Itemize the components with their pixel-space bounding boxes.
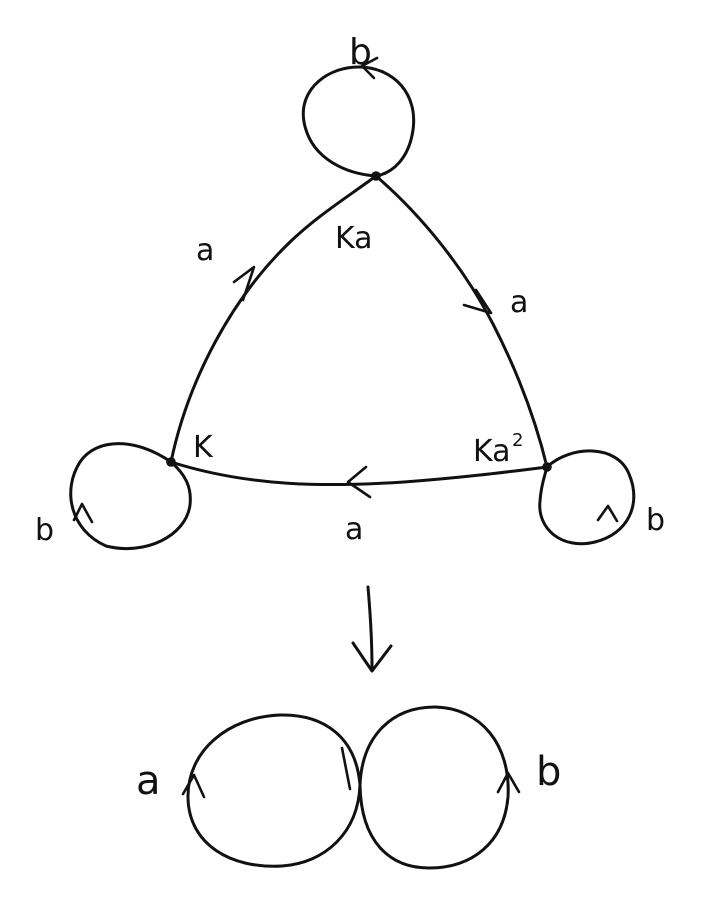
- edge-right-curve: [374, 174, 549, 469]
- top-loop-label: b: [349, 32, 372, 73]
- vertex-top-label: Ka: [335, 221, 373, 256]
- bottom-right-loop: [358, 705, 510, 870]
- right-loop-arrow: [596, 504, 619, 523]
- edge-bottom-curve: [169, 460, 549, 487]
- map-arrow-shaft: [366, 585, 374, 670]
- bottom-left-loop-label: a: [136, 758, 161, 804]
- vertex-top-dot: [371, 171, 381, 181]
- vertex-right-label-exp: 2: [512, 430, 523, 451]
- map-arrow-head: [351, 641, 393, 673]
- vertex-right-dot: [542, 462, 552, 472]
- bottom-right-arrow: [496, 771, 521, 794]
- edge-right-label: a: [510, 285, 528, 320]
- top-loop-arrow: [360, 56, 379, 80]
- edge-left-curve: [169, 174, 378, 464]
- vertex-left-label: K: [193, 430, 214, 465]
- vertex-left-dot: [166, 457, 176, 467]
- left-loop-label: b: [35, 513, 54, 548]
- vertex-right-label-base: Ka: [473, 434, 511, 469]
- bottom-left-arrow: [181, 773, 206, 799]
- left-loop-arrow: [72, 502, 94, 524]
- bottom-right-loop-label: b: [536, 749, 561, 795]
- edge-bottom-label: a: [345, 512, 363, 547]
- top-loop: [301, 65, 416, 178]
- right-loop-label: b: [646, 503, 665, 538]
- bottom-left-loop: [186, 713, 362, 868]
- edge-right-arrow: [462, 288, 493, 315]
- right-loop: [538, 449, 636, 546]
- bottom-junction-tick: [340, 746, 352, 791]
- edge-left-arrow: [232, 265, 256, 302]
- edge-bottom-arrow: [346, 465, 372, 499]
- edge-left-label: a: [196, 233, 214, 268]
- left-loop: [69, 442, 192, 551]
